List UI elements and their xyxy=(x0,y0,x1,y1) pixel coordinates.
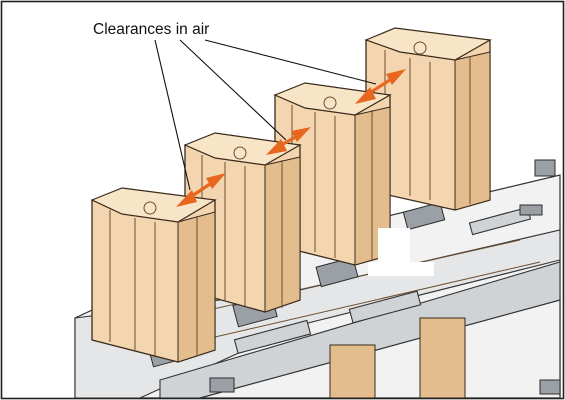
clearance-arrow-1 xyxy=(176,173,226,207)
masked-region xyxy=(368,228,434,276)
busbar-1 xyxy=(90,187,217,363)
callout-leaders xyxy=(154,39,377,191)
busbar-4 xyxy=(364,27,492,211)
clearance-arrow-3 xyxy=(355,69,406,104)
clearance-callout-label: Clearances in air xyxy=(93,21,209,38)
clearance-arrow-2 xyxy=(266,127,311,155)
